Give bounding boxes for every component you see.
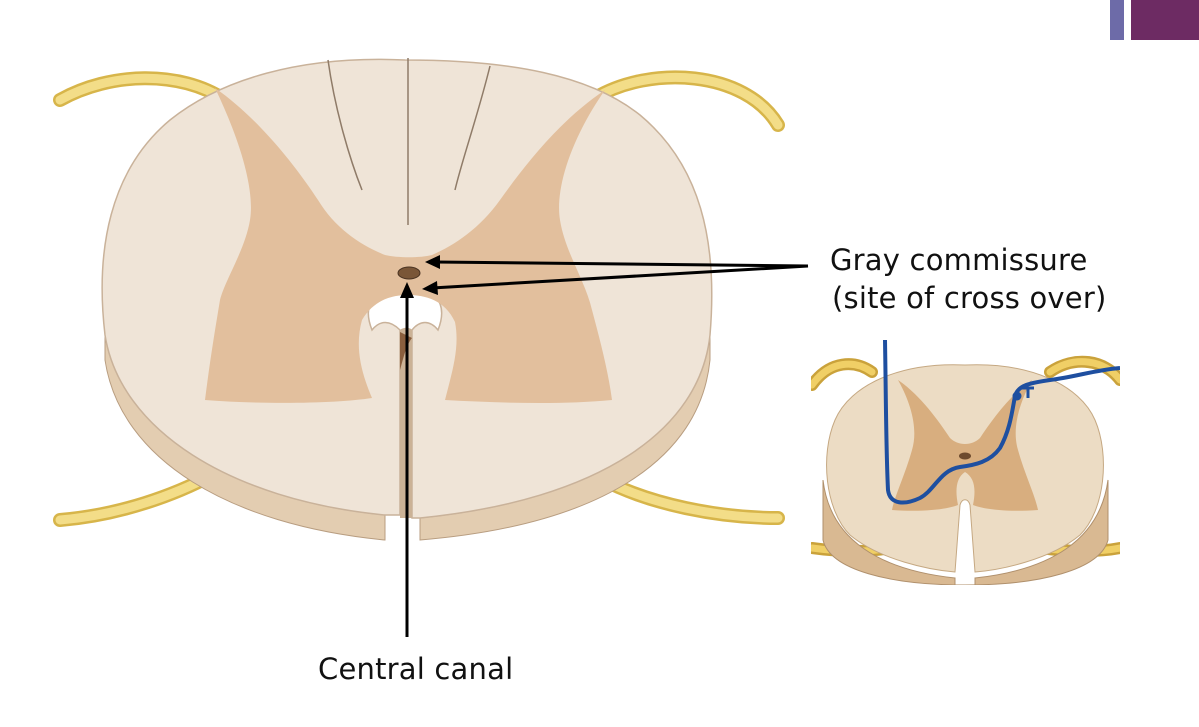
gray-matter [205,88,612,404]
synapse-dot [1012,391,1022,401]
slide-corner-accent-dark [1131,0,1199,40]
cross-over-pathway [883,340,1120,505]
central-canal-label: Central canal [318,652,514,686]
label-arrows [405,260,809,637]
central-canal [397,266,421,280]
spinal-cord-main [53,58,785,541]
gray-commissure-label: Gray commissure [830,243,1088,277]
fissure-shadow [400,332,412,370]
dorsal-column-lines [327,58,491,225]
spinal-nerve-roots [53,70,785,527]
gray-commissure-note: (site of cross over) [832,281,1107,315]
arrowheads [400,255,440,298]
slide-corner-accent-light [1110,0,1124,40]
inset-cord-diagram [811,340,1120,585]
